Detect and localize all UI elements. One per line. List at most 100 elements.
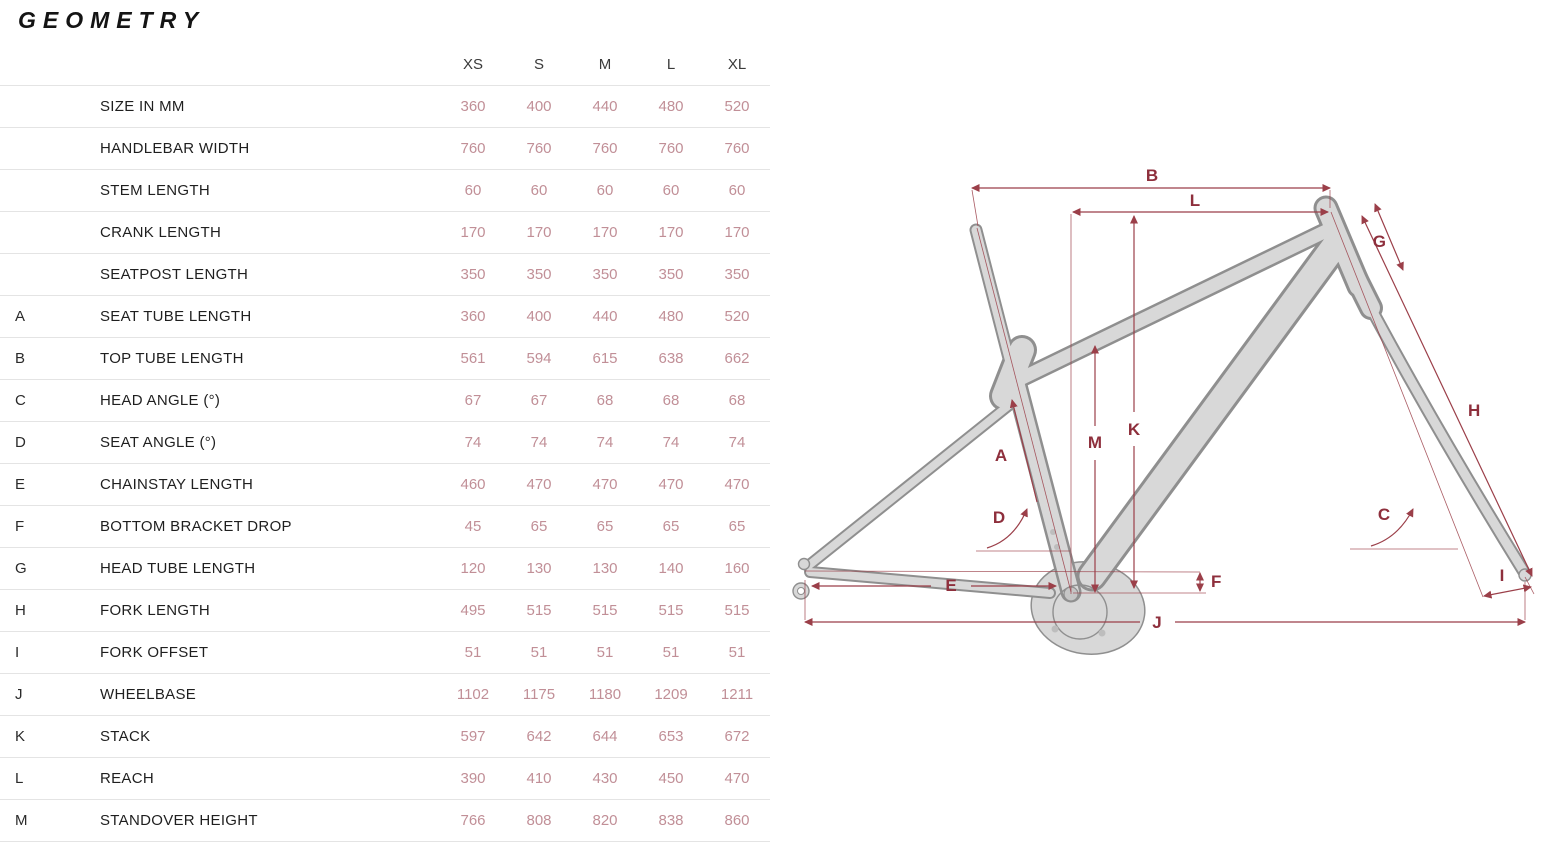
geometry-value: 672 xyxy=(724,728,750,745)
geometry-value: 644 xyxy=(592,728,618,745)
row-label: HEAD ANGLE (°) xyxy=(100,392,221,409)
row-label: BOTTOM BRACKET DROP xyxy=(100,518,292,535)
geometry-value: 60 xyxy=(728,182,746,199)
row-letter: J xyxy=(15,686,23,703)
geometry-value: 1175 xyxy=(522,686,556,703)
geometry-value: 662 xyxy=(724,350,750,367)
geometry-value: 515 xyxy=(658,602,684,619)
row-label: CHAINSTAY LENGTH xyxy=(100,476,254,493)
geometry-value: 520 xyxy=(724,98,750,115)
geometry-value: 1209 xyxy=(654,686,688,703)
geometry-value: 515 xyxy=(724,602,750,619)
dim-label-a: A xyxy=(995,446,1007,465)
row-label: STACK xyxy=(100,728,151,745)
geometry-value: 65 xyxy=(662,518,680,535)
geometry-value: 45 xyxy=(464,518,482,535)
geometry-value: 65 xyxy=(530,518,548,535)
geometry-value: 430 xyxy=(592,770,618,787)
geometry-value: 360 xyxy=(460,98,486,115)
geometry-value: 520 xyxy=(724,308,750,325)
geometry-value: 480 xyxy=(658,308,684,325)
dim-line-a xyxy=(1009,399,1038,503)
row-label: FORK OFFSET xyxy=(100,644,209,661)
geometry-value: 360 xyxy=(460,308,486,325)
row-letter: K xyxy=(15,728,26,745)
dim-label-b: B xyxy=(1146,166,1158,185)
row-label: HANDLEBAR WIDTH xyxy=(100,140,250,157)
row-label: FORK LENGTH xyxy=(100,602,210,619)
geometry-value: 495 xyxy=(460,602,486,619)
geometry-value: 615 xyxy=(592,350,618,367)
dim-line-i xyxy=(1483,584,1532,599)
geometry-value: 65 xyxy=(596,518,614,535)
geometry-value: 350 xyxy=(460,266,486,283)
geometry-value: 140 xyxy=(658,560,684,577)
row-label: STEM LENGTH xyxy=(100,182,210,199)
geometry-value: 60 xyxy=(662,182,680,199)
geometry-value: 51 xyxy=(596,644,614,661)
rear-axle xyxy=(797,557,811,571)
geometry-value: 594 xyxy=(526,350,552,367)
geometry-value: 60 xyxy=(530,182,548,199)
geometry-value: 74 xyxy=(662,434,680,451)
seat-tube-axis-line xyxy=(976,227,1072,593)
row-label: SEATPOST LENGTH xyxy=(100,266,249,283)
row-label: SEAT TUBE LENGTH xyxy=(100,308,252,325)
dim-line-h xyxy=(1361,215,1533,577)
geometry-value: 68 xyxy=(728,392,746,409)
steering-axis-line xyxy=(1330,211,1484,598)
geometry-value: 760 xyxy=(724,140,750,157)
geometry-value: 561 xyxy=(460,350,486,367)
dimension-lines xyxy=(804,184,1535,626)
geometry-value: 470 xyxy=(526,476,552,493)
geometry-value: 400 xyxy=(526,98,552,115)
dim-label-h: H xyxy=(1468,401,1480,420)
geometry-value: 515 xyxy=(526,602,552,619)
geometry-value: 350 xyxy=(592,266,618,283)
dim-label-k: K xyxy=(1128,420,1141,439)
table-header-row: XS S M L XL xyxy=(0,44,770,86)
row-label: TOP TUBE LENGTH xyxy=(100,350,244,367)
dim-label-f: F xyxy=(1211,572,1221,591)
geometry-value: 1211 xyxy=(720,686,754,703)
geometry-value: 642 xyxy=(526,728,552,745)
geometry-value: 51 xyxy=(530,644,548,661)
row-label: SEAT ANGLE (°) xyxy=(100,434,217,451)
dim-label-d: D xyxy=(993,508,1005,527)
col-header-l: L xyxy=(666,56,676,73)
chainring xyxy=(1052,584,1108,640)
geometry-value: 470 xyxy=(724,476,750,493)
dim-label-j: J xyxy=(1152,613,1161,632)
row-label: CRANK LENGTH xyxy=(100,224,222,241)
geometry-value: 130 xyxy=(526,560,552,577)
row-letter: H xyxy=(15,602,26,619)
geometry-value: 74 xyxy=(464,434,482,451)
geometry-value: 51 xyxy=(728,644,746,661)
geometry-value: 760 xyxy=(592,140,618,157)
row-label: WHEELBASE xyxy=(100,686,197,703)
geometry-value: 470 xyxy=(658,476,684,493)
row-letter: C xyxy=(15,392,26,409)
geometry-value: 170 xyxy=(592,224,618,241)
geometry-value: 597 xyxy=(460,728,486,745)
row-label: REACH xyxy=(100,770,155,787)
row-letter: I xyxy=(15,644,20,661)
geometry-value: 74 xyxy=(596,434,614,451)
diagram-panel: B L G A M K D C H E F J I xyxy=(790,0,1553,843)
row-letter: M xyxy=(15,812,28,829)
row-letter: D xyxy=(15,434,26,451)
geometry-value: 170 xyxy=(658,224,684,241)
geometry-value: 860 xyxy=(724,812,750,829)
row-letter: B xyxy=(15,350,26,367)
